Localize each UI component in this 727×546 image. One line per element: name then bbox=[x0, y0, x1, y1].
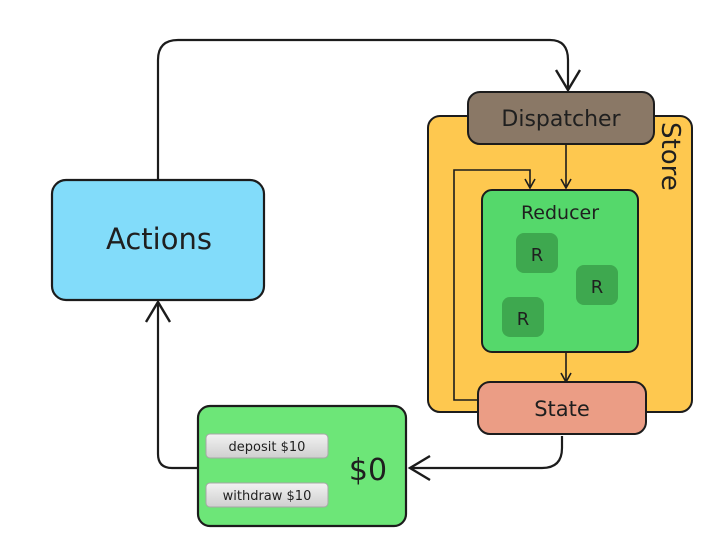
reducer-item-2-label: R bbox=[591, 277, 604, 298]
dispatcher-box bbox=[467, 91, 655, 145]
dispatcher-label: Dispatcher bbox=[501, 107, 621, 132]
actions-label: Actions bbox=[106, 222, 212, 256]
withdraw-button-label: withdraw $10 bbox=[223, 489, 312, 504]
deposit-button[interactable]: deposit $10 bbox=[205, 433, 329, 459]
deposit-button-label: deposit $10 bbox=[229, 440, 306, 455]
view-to-actions-arrow bbox=[156, 302, 198, 470]
reducer-item-3 bbox=[502, 297, 544, 337]
reducer-item-2 bbox=[576, 265, 618, 305]
actions-box bbox=[50, 178, 266, 302]
store-label: Store bbox=[655, 122, 685, 191]
balance-value: $0 bbox=[349, 453, 387, 488]
state-to-view-arrowhead bbox=[407, 454, 431, 482]
state-box bbox=[477, 381, 647, 435]
reducer-label: Reducer bbox=[521, 202, 599, 224]
withdraw-button[interactable]: withdraw $10 bbox=[205, 482, 329, 508]
view-to-actions-arrowhead bbox=[144, 299, 172, 323]
state-to-view-arrow bbox=[410, 436, 564, 470]
dispatcher-to-reducer-arrowhead bbox=[560, 178, 572, 190]
reducer-item-3-label: R bbox=[517, 309, 530, 330]
actions-to-dispatcher-arrowhead bbox=[554, 69, 582, 93]
reducer-item-1-label: R bbox=[531, 245, 544, 266]
state-to-reducer-loop bbox=[453, 169, 531, 401]
state-to-reducer-loop-arrowhead bbox=[524, 178, 536, 190]
actions-to-dispatcher-arrow bbox=[156, 38, 570, 180]
reducer-item-1 bbox=[516, 233, 558, 273]
state-label: State bbox=[534, 397, 590, 421]
